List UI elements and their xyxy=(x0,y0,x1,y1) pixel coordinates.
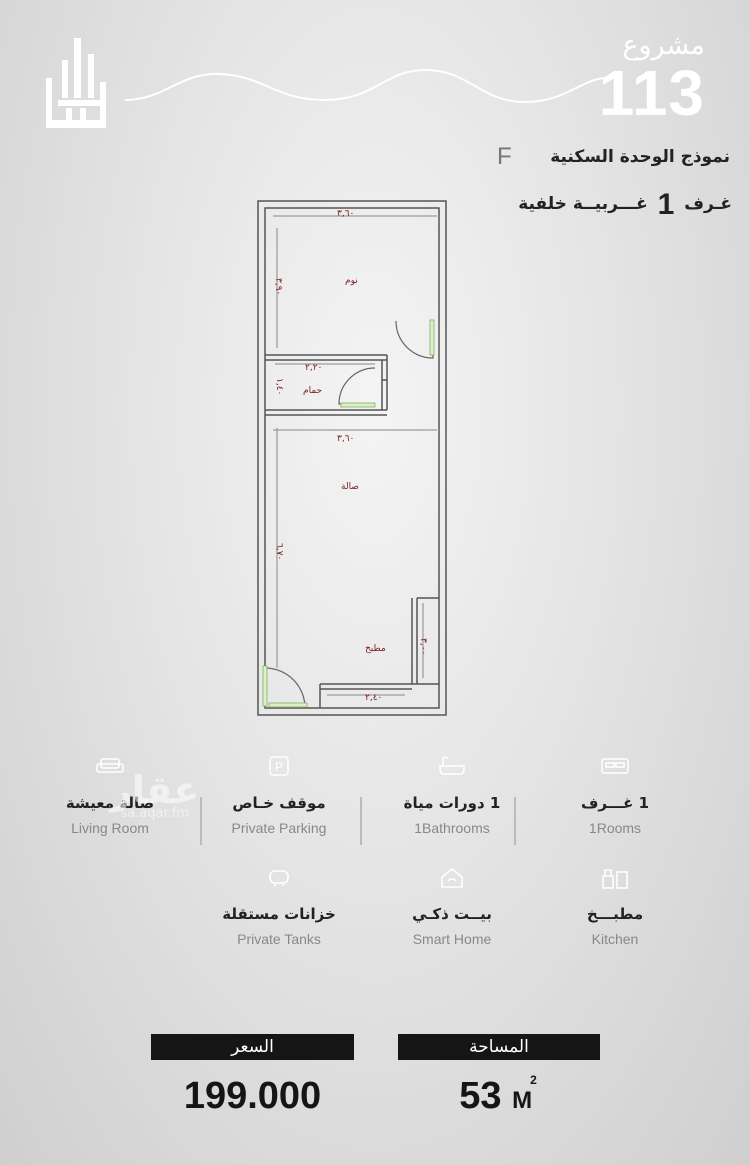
divider xyxy=(200,797,202,845)
feature-en: Living Room xyxy=(71,820,149,836)
bed-icon xyxy=(530,755,700,779)
feature-ar: بيــت ذكـي xyxy=(412,905,492,923)
hall-depth-label: ٦,٧٠ xyxy=(274,543,284,560)
watermark: عقار sa.aqar.fm xyxy=(110,770,199,821)
project-number: 113 xyxy=(598,57,705,129)
floor-plan: ٣,٦٠ ٣,٩٠ نوم ٢,٢٠ ١,٤٠ حمام ٣,٦٠ صالة ٦… xyxy=(257,200,447,716)
feature-en: Smart Home xyxy=(412,931,492,947)
feature-ar: صالة معيشة xyxy=(65,794,155,812)
kitchen-depth-label: ٣,٠٠ xyxy=(418,638,428,655)
bedroom-label: نوم xyxy=(345,276,358,286)
watermark-url: sa.aqar.fm xyxy=(120,806,190,821)
price-value: 199.000 xyxy=(183,1075,322,1117)
area-value: 53 M2 xyxy=(398,1073,600,1118)
developer-logo xyxy=(46,38,106,128)
water-tank-icon xyxy=(194,866,364,890)
feature-bathrooms: 1 دورات مياة 1Bathrooms xyxy=(367,755,537,836)
feature-parking: P موقف خـاص Private Parking xyxy=(194,755,364,836)
kitchen-icon xyxy=(530,866,700,890)
divider xyxy=(514,797,516,845)
svg-text:P: P xyxy=(275,760,283,774)
bedroom-depth-label: ٣,٩٠ xyxy=(273,278,283,295)
rooms-word: غـرف xyxy=(684,194,732,214)
feature-en: Private Parking xyxy=(231,820,327,836)
bedroom-width-label: ٣,٦٠ xyxy=(337,209,354,219)
feature-ar: 1 غـــرف xyxy=(580,794,650,812)
feature-en: 1Rooms xyxy=(588,820,642,836)
feature-en: 1Bathrooms xyxy=(414,820,490,836)
bath-width-label: ٢,٢٠ xyxy=(305,363,322,373)
sofa-icon xyxy=(25,755,195,779)
price-label: السعر xyxy=(151,1034,354,1060)
kitchen-width-label: ٢,٤٠ xyxy=(365,693,382,703)
feature-ar: 1 دورات مياة xyxy=(403,794,501,812)
feature-tanks: خزانات مستقلة Private Tanks xyxy=(194,866,364,947)
bath-depth-label: ١,٤٠ xyxy=(274,378,284,395)
area-number: 53 xyxy=(459,1075,502,1117)
model-title: نموذج الوحدة السكنية xyxy=(550,147,730,167)
watermark-brand: عقار xyxy=(110,768,200,812)
bathroom-label: حمام xyxy=(303,386,322,396)
kitchen-label: مطبخ xyxy=(365,644,386,654)
feature-living-room: صالة معيشة Living Room xyxy=(25,755,195,836)
feature-smart-home: بيــت ذكـي Smart Home xyxy=(367,866,537,947)
feature-ar: موقف خـاص xyxy=(232,794,326,812)
area-label: المساحة xyxy=(398,1034,600,1060)
room-count: 1 xyxy=(657,188,675,221)
feature-ar: مطبـــخ xyxy=(586,905,644,923)
feature-en: Kitchen xyxy=(591,931,639,947)
area-unit: M xyxy=(512,1087,533,1114)
feature-ar: خزانات مستقلة xyxy=(222,905,336,923)
feature-en: Private Tanks xyxy=(237,931,321,947)
divider xyxy=(360,797,362,845)
feature-rooms: 1 غـــرف 1Rooms xyxy=(530,755,700,836)
hall-width-label: ٣,٦٠ xyxy=(337,434,354,444)
bathtub-icon xyxy=(367,755,537,779)
hall-label: صالة xyxy=(341,482,359,492)
area-unit-sup: 2 xyxy=(530,1073,537,1087)
parking-icon: P xyxy=(194,755,364,779)
orientation: غـــربيــة خلفية xyxy=(518,194,648,214)
feature-kitchen: مطبـــخ Kitchen xyxy=(530,866,700,947)
smart-home-icon xyxy=(367,866,537,890)
decorative-wave xyxy=(125,68,605,104)
project-label: مشروع xyxy=(622,30,705,61)
unit-summary: غـرف 1 غـــربيــة خلفية xyxy=(432,188,732,222)
model-letter: F xyxy=(497,143,512,170)
